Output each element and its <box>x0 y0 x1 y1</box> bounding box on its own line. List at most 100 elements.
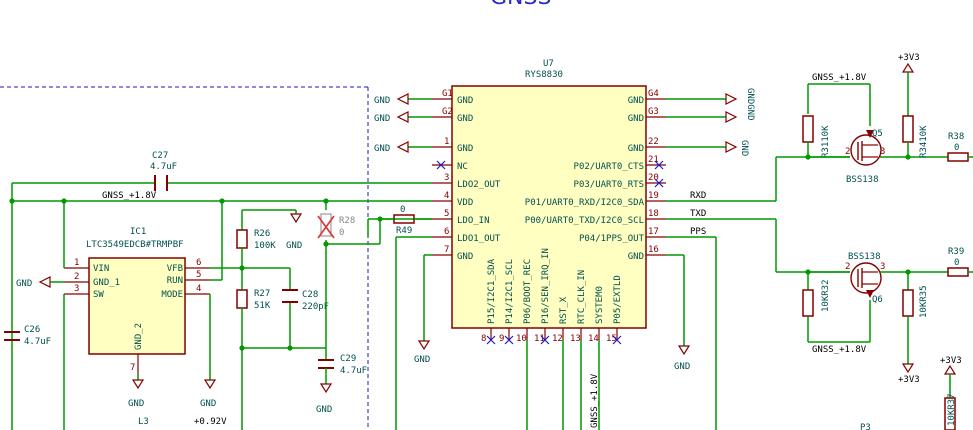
q5-value: BSS138 <box>846 175 879 185</box>
sheet-title: GNSS <box>490 0 551 10</box>
net-092-label: +0.92V <box>194 417 227 427</box>
r39-value: 0 <box>954 258 959 268</box>
c29-value: 4.7uF <box>340 366 367 376</box>
c27-capacitor[interactable]: C27 4.7uF <box>150 151 177 191</box>
r27-resistor[interactable]: R27 51K <box>236 289 271 430</box>
gnd-label-pin16: GND <box>674 362 690 372</box>
r37-label: 10KR37 <box>947 393 957 426</box>
u7-pin-num-12: 12 <box>552 334 563 344</box>
ic1-value: LTC3549EDCB#TRMPBF <box>86 240 184 250</box>
l3-ref: L3 <box>138 417 149 427</box>
r35-pullup[interactable]: +3V3 10KR35 <box>898 272 929 385</box>
ic1-pin-name-mode: MODE <box>161 290 183 300</box>
u7-pin-name-21: P02/UART0_CTS <box>574 162 644 172</box>
q6-level-shifter[interactable]: GNSS_+1.8V 10KR32 2 3 BSS138 Q6 <box>802 252 948 355</box>
q5-pin-3: 3 <box>880 147 885 157</box>
c26-capacitor[interactable]: C26 4.7uF <box>4 325 51 347</box>
c28-capacitor[interactable]: C28 220pF <box>282 289 329 312</box>
r37-pullup[interactable]: +3V3 10KR37 <box>940 356 962 430</box>
u7-pin-num-22: 22 <box>648 137 659 147</box>
u7-pin-name-11: P16/SEN_IRQ_IN <box>541 248 551 324</box>
ic1-symbol[interactable]: IC1 LTC3549EDCB#TRMPBF 1 2 3 VIN GND_1 S… <box>64 227 210 374</box>
u7-pin-name-6: LDO1_OUT <box>457 234 501 244</box>
c27-ref: C27 <box>152 151 168 161</box>
c26-value: 4.7uF <box>24 337 51 347</box>
r27-value: 51K <box>254 301 271 311</box>
u7-right-gnd-flags: GNDGND GND <box>666 88 755 156</box>
r28-resistor[interactable]: R28 0 <box>317 213 355 239</box>
net-rxd-label: RXD <box>690 191 706 201</box>
gnd-label-r26: GND <box>286 241 302 251</box>
r28-ref: R28 <box>339 216 355 226</box>
u7-pin-num-21: 21 <box>648 155 659 165</box>
u7-pin-name-g1: GND <box>457 96 473 106</box>
u7-pin-num-4: 4 <box>444 191 449 201</box>
u7-pin-num-13: 13 <box>570 334 581 344</box>
u7-pin-name-g4: GND <box>628 96 644 106</box>
ic1-pin-num-5: 5 <box>196 270 201 280</box>
u7-pin-name-18: P00/UART0_TXD/I2C0_SCL <box>525 216 644 226</box>
u7-symbol[interactable]: U7 RYS8830 G1 G2 1 3 4 5 6 7 GND GND GND… <box>432 59 666 345</box>
u7-pin-num-14: 14 <box>588 334 599 344</box>
u7-bottom-pin-lines <box>490 328 618 340</box>
u7-pin-num-8: 8 <box>481 334 486 344</box>
u7-left-gnd-flags: GND GND GND <box>374 93 432 154</box>
r39-resistor[interactable]: R39 0 <box>947 247 973 277</box>
u7-right-pin-lines <box>646 98 666 256</box>
r49-ref: R49 <box>396 226 412 236</box>
c27-value: 4.7uF <box>150 162 177 172</box>
net-3v3-r37-label: +3V3 <box>940 356 962 366</box>
u7-pin-num-15: 15 <box>606 334 617 344</box>
net-3v3-bottom-label: +3V3 <box>898 375 920 385</box>
u7-pin-num-g4: G4 <box>648 89 659 99</box>
gnd-label-g2: GND <box>374 114 390 124</box>
ic1-pin-num-2: 2 <box>74 272 79 282</box>
u7-pin-name-8: P15/I2C1_SDA <box>487 258 497 324</box>
u7-pin-name-16: GND <box>628 252 644 262</box>
r38-resistor[interactable]: R38 0 <box>947 132 973 162</box>
ic1-pin-name-gnd2: GND_2 <box>134 323 144 350</box>
u7-pin-num-11: 11 <box>534 334 545 344</box>
q6-ref: Q6 <box>872 295 883 305</box>
c28-value: 220pF <box>302 302 329 312</box>
r26-resistor[interactable]: R26 100K <box>236 209 296 290</box>
u7-pin-num-6: 6 <box>444 227 449 237</box>
q5-level-shifter[interactable]: GNSS_+1.8V R3110K 2 3 Q5 BSS138 <box>802 73 948 185</box>
net-3v3-top-label: +3V3 <box>898 53 920 63</box>
q6-pin-3: 3 <box>880 262 885 272</box>
u7-signal-nets: RXD TXD PPS GND GND GNSS_+1.8V <box>414 156 850 430</box>
u7-nc-marker-pin20 <box>654 178 664 188</box>
gnd-label-pin7: GND <box>414 355 430 365</box>
u7-pin-name-13: RTC_CLK_IN <box>577 270 587 324</box>
u7-pin-num-19: 19 <box>648 191 659 201</box>
u7-pin-name-20: P03/UART0_RTS <box>574 180 644 190</box>
ic1-pin-num-3: 3 <box>74 284 79 294</box>
u7-pin-name-g2: GND <box>457 114 473 124</box>
gnd-r26: GND <box>286 210 302 251</box>
ic1-pin-num-6: 6 <box>196 258 201 268</box>
u7-pin-num-g2: G2 <box>442 107 453 117</box>
r34-pullup[interactable]: +3V3 R3410K <box>898 53 929 158</box>
ic1-pin-name-run: RUN <box>167 276 183 286</box>
net-gnss18-bottom-label: GNSS_+1.8V <box>590 373 600 428</box>
u7-pin-num-18: 18 <box>648 209 659 219</box>
r38-ref: R38 <box>948 132 964 142</box>
ic1-pin-name-gnd1: GND_1 <box>93 278 120 288</box>
u7-pin-name-10: P06/BOOT_REC <box>523 259 533 324</box>
c29-capacitor[interactable]: C29 4.7uF GND <box>316 244 367 415</box>
u7-left-pin-lines <box>432 98 452 256</box>
u7-pin-num-17: 17 <box>648 227 659 237</box>
ic1-pin-num-4: 4 <box>196 284 201 294</box>
ic1-pin-name-sw: SW <box>93 290 104 300</box>
q6-value: BSS138 <box>848 252 881 262</box>
u7-pin-num-20: 20 <box>648 173 659 183</box>
region-border <box>0 86 369 430</box>
q5-ref: Q5 <box>872 129 883 139</box>
u7-body[interactable] <box>451 85 647 329</box>
u7-pin-name-19: P01/UART0_RXD/I2C0_SDA <box>525 198 645 208</box>
r34-label: R3410K <box>919 125 929 158</box>
r49-resistor[interactable]: 0 R49 <box>380 205 432 236</box>
ic1-body[interactable] <box>88 257 186 355</box>
r32-label: 10KR32 <box>821 279 831 312</box>
